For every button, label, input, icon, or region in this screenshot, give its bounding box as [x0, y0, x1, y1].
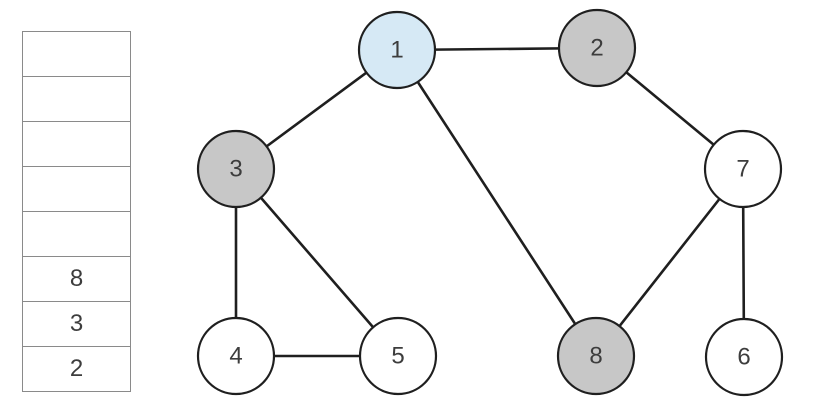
edge-7-8 — [594, 167, 745, 358]
stack-cell — [23, 122, 130, 167]
node-label-2: 2 — [590, 35, 603, 62]
stack-cell: 2 — [69, 355, 84, 382]
graph-node-2: 2 — [557, 8, 637, 88]
node-label-5: 5 — [391, 343, 404, 370]
stack-cell — [23, 212, 130, 257]
node-label-6: 6 — [737, 344, 750, 371]
stack-cell: 3 — [23, 302, 130, 347]
node-label-7: 7 — [736, 156, 749, 183]
graph-nodes: 1 2 3 4 5 6 7 8 — [196, 8, 784, 397]
node-circle-7 — [703, 129, 783, 209]
node-label-4: 4 — [229, 343, 242, 370]
stack-cell — [23, 167, 130, 212]
graph-node-4: 4 — [196, 316, 276, 396]
stack-cell — [23, 32, 130, 77]
node-circle-4 — [196, 316, 276, 396]
node-label-3: 3 — [229, 156, 242, 183]
graph-node-8: 8 — [556, 316, 636, 396]
graph-node-7: 7 — [703, 129, 783, 209]
graph-node-6: 6 — [704, 317, 784, 397]
stack-cell: 8 — [23, 257, 130, 302]
stack-cell — [23, 77, 130, 122]
edge-1-8 — [395, 48, 598, 358]
node-circle-2 — [557, 8, 637, 88]
graph-node-1: 1 — [357, 10, 437, 90]
node-circle-1 — [357, 10, 437, 90]
node-circle-3 — [196, 129, 276, 209]
stack-table: 8 3 2 — [22, 31, 131, 392]
node-circle-8 — [556, 316, 636, 396]
node-label-8: 8 — [589, 343, 602, 370]
graph-node-5: 5 — [358, 316, 438, 396]
edge-3-5 — [234, 167, 400, 358]
node-circle-5 — [358, 316, 438, 396]
node-label-1: 1 — [390, 37, 403, 64]
graph-edges — [234, 46, 746, 359]
graph-node-3: 3 — [196, 129, 276, 209]
node-circle-6 — [704, 317, 784, 397]
